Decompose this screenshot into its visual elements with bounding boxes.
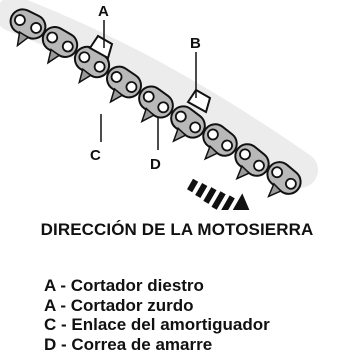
- cutter-a: [88, 34, 114, 60]
- direction-arrow-icon: [187, 178, 255, 210]
- legend-item: D - Correa de amarre: [44, 334, 213, 354]
- legend-item: C - Enlace del amortiguador: [44, 315, 270, 334]
- legend-item: A - Cortador diestro: [44, 276, 204, 295]
- callout-label-a: A: [98, 3, 109, 20]
- callout-label-d: D: [150, 156, 161, 173]
- saw-chain: [0, 0, 318, 209]
- legend-item: A - Cortador zurdo: [44, 295, 194, 315]
- chain-direction-label: DIRECCIÓN DE LA MOTOSIERRA: [40, 220, 314, 239]
- legend-list: A - Cortador diestro A - Cortador zurdo …: [44, 276, 270, 354]
- cutter-b: [186, 88, 212, 114]
- callout-label-c: C: [90, 147, 101, 164]
- callout-label-b: B: [190, 35, 201, 52]
- saw-chain-diagram: [0, 0, 318, 210]
